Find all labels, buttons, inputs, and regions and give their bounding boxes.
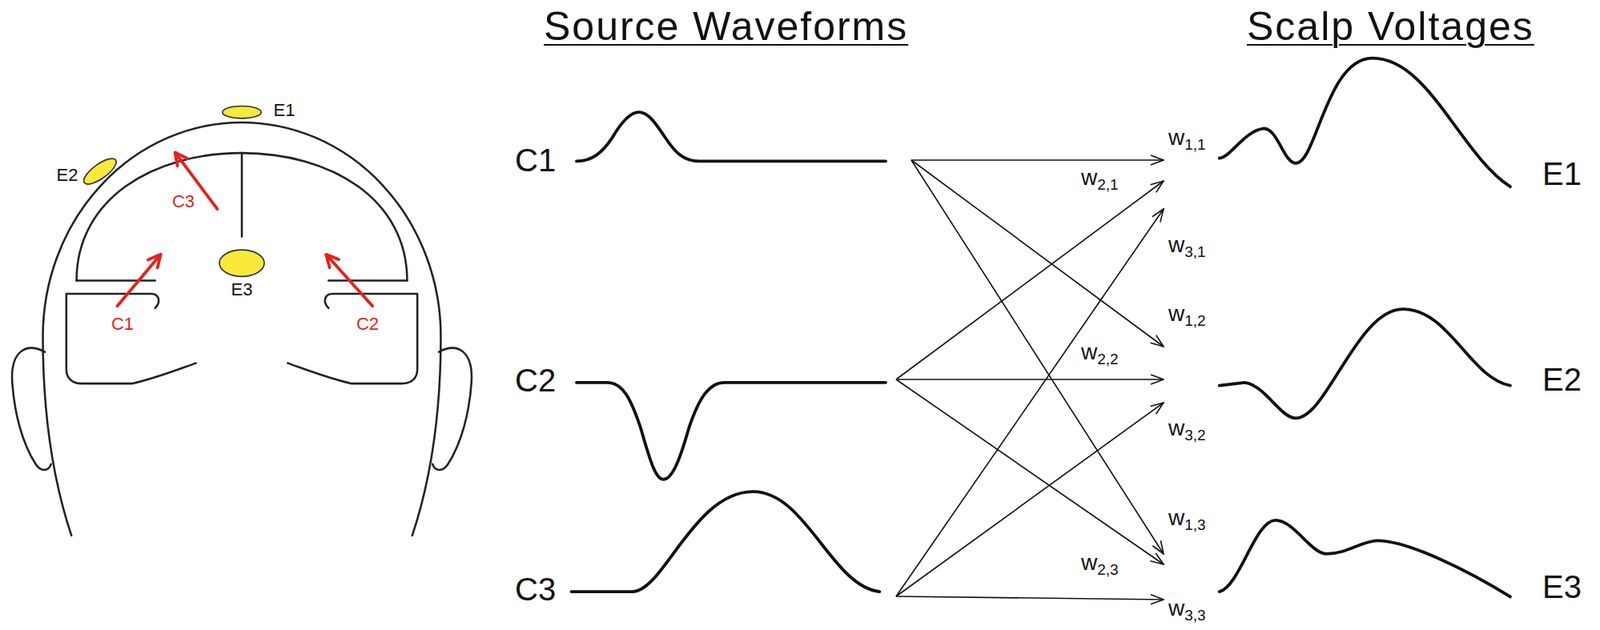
right-lobe-line bbox=[328, 279, 407, 282]
waveform-label: E2 bbox=[1542, 363, 1582, 396]
brain-outline bbox=[76, 152, 408, 281]
source-label: C3 bbox=[172, 192, 195, 211]
right-ear bbox=[432, 348, 472, 471]
scalp-waveform bbox=[1219, 58, 1511, 188]
source-waveform-node: C3 bbox=[508, 484, 897, 608]
source-waveform bbox=[576, 382, 886, 480]
weight-connector bbox=[911, 159, 1164, 161]
electrode-label: E2 bbox=[56, 166, 79, 185]
weight-label: w2,3 bbox=[1081, 551, 1119, 575]
weight-connector bbox=[896, 379, 1164, 565]
weight-label: w3,2 bbox=[1168, 417, 1207, 440]
weight-connector bbox=[896, 180, 1164, 380]
weight-connector bbox=[896, 402, 1164, 597]
dipole-arrow bbox=[117, 255, 161, 307]
weight-label: w1,2 bbox=[1168, 302, 1207, 326]
left-lobe-line bbox=[76, 279, 156, 282]
right-lower-region bbox=[287, 293, 418, 384]
weight-label: w2,1 bbox=[1081, 166, 1119, 189]
waveform-label: C2 bbox=[514, 364, 556, 397]
weight-connector bbox=[896, 209, 1164, 597]
scalp-voltage-node: E1 bbox=[1163, 48, 1585, 217]
source-waveform bbox=[576, 112, 886, 161]
weight-connector bbox=[896, 378, 1164, 381]
weight-label: w2,2 bbox=[1081, 341, 1119, 364]
source-waveform-node: C1 bbox=[508, 108, 912, 178]
waveform-label: E3 bbox=[1542, 570, 1582, 604]
weight-label: w1,1 bbox=[1168, 126, 1207, 149]
electrode bbox=[219, 249, 265, 277]
source-label: C2 bbox=[356, 315, 379, 334]
scalp-voltage-node: E2 bbox=[1163, 300, 1585, 429]
source-label: C1 bbox=[111, 315, 134, 334]
weight-label: w3,1 bbox=[1168, 233, 1207, 257]
weight-connector bbox=[911, 160, 1164, 555]
electrode-label: E3 bbox=[231, 281, 254, 299]
waveform-label: C1 bbox=[514, 144, 556, 177]
electrode bbox=[80, 154, 121, 189]
weight-connector bbox=[911, 160, 1164, 347]
waveform-label: C3 bbox=[514, 573, 556, 606]
panel-heading: Scalp Voltages bbox=[1246, 6, 1535, 47]
electrode bbox=[222, 106, 262, 119]
left-lower-region bbox=[66, 293, 197, 384]
scalp-waveform bbox=[1219, 309, 1511, 419]
dipole-arrow bbox=[326, 255, 373, 307]
scalp-outline bbox=[43, 122, 442, 536]
scalp-waveform bbox=[1219, 520, 1511, 598]
weight-label: w1,3 bbox=[1168, 506, 1207, 530]
longitudinal-fissure bbox=[241, 152, 244, 237]
panel-heading: Source Waveforms bbox=[543, 6, 909, 47]
weight-connector bbox=[896, 596, 1164, 600]
left-ear bbox=[12, 348, 52, 471]
scalp-voltage-node: E3 bbox=[1163, 512, 1585, 605]
electrode-label: E1 bbox=[273, 101, 296, 120]
waveform-label: E1 bbox=[1542, 157, 1582, 190]
source-waveform bbox=[571, 491, 881, 592]
source-waveform-node: C2 bbox=[508, 352, 897, 489]
weight-label: w3,3 bbox=[1168, 597, 1207, 620]
